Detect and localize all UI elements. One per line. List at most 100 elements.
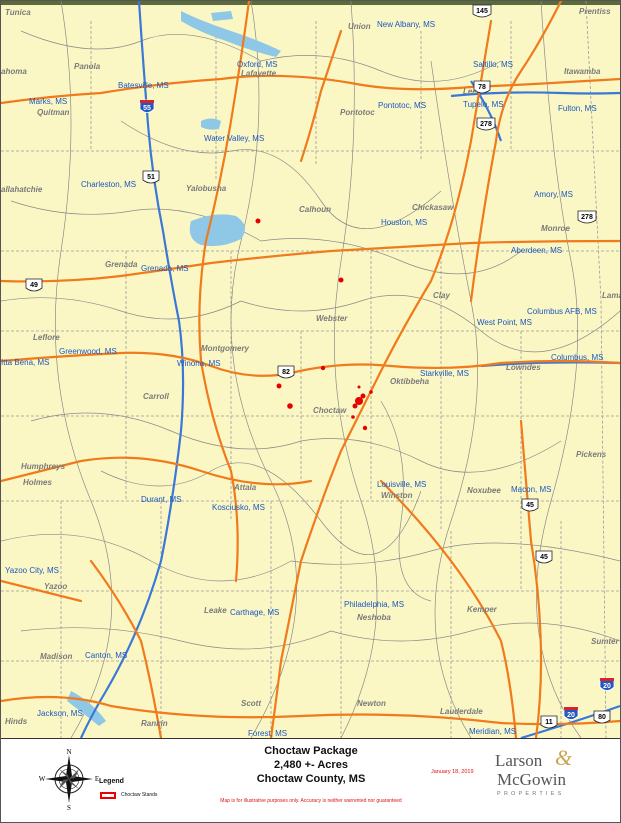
title-line-3: Choctaw County, MS: [256, 773, 366, 785]
county-label: Prentiss: [579, 7, 611, 16]
county-label: Lowndes: [506, 363, 541, 372]
city-label: Batesville, MS: [118, 81, 169, 90]
parcel[interactable]: [276, 383, 282, 389]
city-label: Louisville, MS: [377, 480, 426, 489]
svg-text:45: 45: [540, 554, 548, 561]
county-label: Montgomery: [201, 344, 250, 353]
svg-text:51: 51: [147, 174, 155, 181]
shield-us-82: 82: [277, 365, 295, 379]
county-label: Grenada: [105, 260, 138, 269]
county-label: Rankin: [141, 719, 168, 728]
city-label: Columbus, MS: [551, 353, 603, 362]
county-label: Pickens: [576, 450, 607, 459]
county-label: Holmes: [23, 478, 52, 487]
city-label: Macon, MS: [511, 485, 551, 494]
shield-i-20-b: 20: [563, 706, 579, 720]
city-label: Charleston, MS: [81, 180, 136, 189]
svg-text:278: 278: [581, 214, 593, 221]
logo-ampersand: &: [555, 745, 573, 770]
choctaw-stands-parcels[interactable]: [255, 218, 373, 431]
shield-us-278-b: 278: [577, 210, 597, 224]
shield-i-20-a: 20: [599, 677, 615, 691]
parcel[interactable]: [357, 385, 361, 389]
title-line-2: 2,480 +- Acres: [274, 759, 348, 771]
county-label: Lee: [463, 87, 477, 96]
county-label: Tunica: [5, 8, 31, 17]
city-label: Grenada, MS: [141, 264, 189, 273]
city-label: Yazoo City, MS: [5, 566, 59, 575]
shield-us-278-a: 278: [476, 117, 496, 131]
county-label: Humphreys: [21, 462, 66, 471]
city-label: Oxford, MS: [237, 60, 277, 69]
parcel[interactable]: [369, 390, 373, 394]
parcel[interactable]: [287, 403, 293, 409]
shield-us-49: 49: [25, 278, 43, 292]
county-label: Scott: [241, 699, 261, 708]
svg-text:80: 80: [598, 714, 606, 721]
city-label: Greenwood, MS: [59, 347, 117, 356]
city-label: Aberdeen, MS: [511, 246, 562, 255]
city-label: Forest, MS: [248, 729, 287, 738]
county-label: Leflore: [33, 333, 60, 342]
city-label: Kosciusko, MS: [212, 503, 265, 512]
compass-e: E: [95, 775, 99, 783]
county-label: allahatchie: [1, 185, 43, 194]
county-label: Newton: [357, 699, 386, 708]
svg-text:49: 49: [30, 282, 38, 289]
county-label: Lama: [602, 291, 620, 300]
svg-text:20: 20: [603, 683, 611, 690]
parcel[interactable]: [320, 365, 326, 371]
city-label: Canton, MS: [85, 651, 127, 660]
county-label: Hinds: [5, 717, 28, 726]
county-label: Panola: [74, 62, 101, 71]
city-label: Carthage, MS: [230, 608, 279, 617]
county-label: Monroe: [541, 224, 570, 233]
svg-text:11: 11: [545, 719, 553, 726]
county-label: Choctaw: [313, 406, 347, 415]
county-label: Itawamba: [564, 67, 601, 76]
highway-shields: 145 78 55 278 51: [25, 4, 615, 729]
legend-swatch: [100, 792, 116, 799]
county-label: Pontotoc: [340, 108, 375, 117]
parcel[interactable]: [352, 403, 358, 409]
shield-us-51: 51: [142, 170, 160, 184]
title-line-1: Choctaw Package: [264, 745, 358, 757]
shield-us-80: 80: [593, 710, 611, 724]
shield-us-45-b: 45: [535, 550, 553, 564]
city-label: Marks, MS: [29, 97, 67, 106]
top-imagery-strip: [1, 1, 620, 5]
shield-us-145: 145: [472, 4, 492, 18]
city-label: Tupelo, MS: [463, 100, 504, 109]
parcel[interactable]: [362, 425, 368, 431]
county-label: Neshoba: [357, 613, 391, 622]
city-label: Winona, MS: [177, 359, 221, 368]
city-label: Houston, MS: [381, 218, 427, 227]
parcel[interactable]: [351, 415, 355, 419]
svg-text:45: 45: [526, 502, 534, 509]
city-label: Meridian, MS: [469, 727, 516, 736]
compass-rose-icon: N S W E: [39, 748, 99, 811]
city-label: West Point, MS: [477, 318, 532, 327]
city-labels: New Albany, MS Batesville, MS Oxford, MS…: [1, 20, 603, 738]
map-footer: N S W E Legend Choctaw Stands Choctaw Pa…: [1, 738, 620, 822]
parcel[interactable]: [355, 397, 363, 405]
city-label: Pontotoc, MS: [378, 101, 426, 110]
county-label: Attala: [233, 483, 257, 492]
county-label: Calhoun: [299, 205, 331, 214]
parcel[interactable]: [255, 218, 261, 224]
parcel[interactable]: [360, 393, 366, 399]
city-label: Durant, MS: [141, 495, 181, 504]
map-area[interactable]: 145 78 55 278 51: [1, 1, 620, 738]
parcel[interactable]: [338, 277, 344, 283]
shield-us-45-a: 45: [521, 498, 539, 512]
city-label: Philadelphia, MS: [344, 600, 404, 609]
compass-w: W: [39, 775, 46, 783]
county-label: Clay: [433, 291, 450, 300]
county-boundaries: [1, 1, 620, 738]
legend-item-label: Choctaw Stands: [121, 792, 158, 798]
county-label: Oktibbeha: [390, 377, 430, 386]
county-label: Yazoo: [44, 582, 67, 591]
county-label: Quitman: [37, 108, 70, 117]
compass-s: S: [67, 804, 71, 811]
